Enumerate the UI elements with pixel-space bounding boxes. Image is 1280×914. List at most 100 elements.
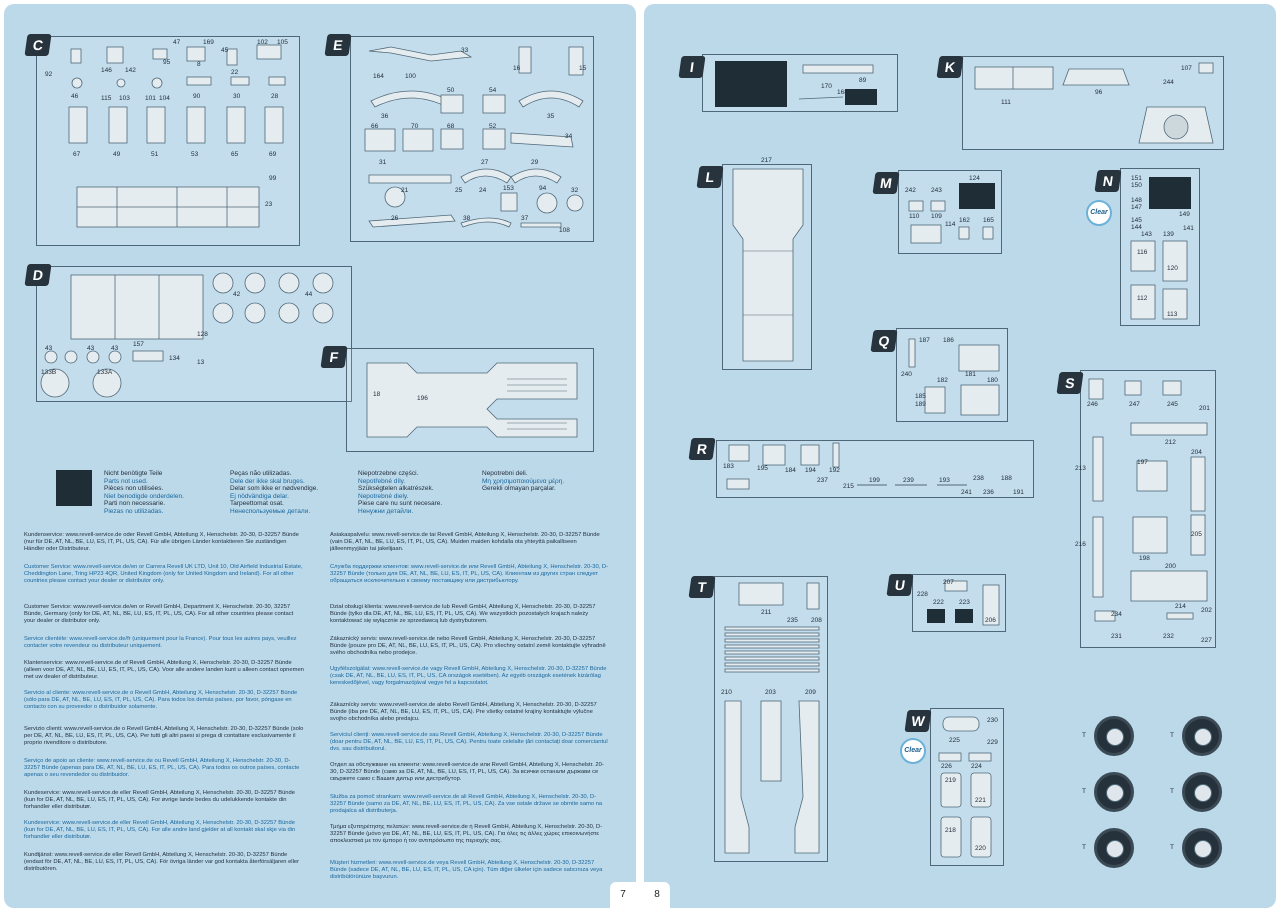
legend-line: Ненеспользуемые детали. <box>230 507 311 515</box>
part-label: 186 <box>943 337 954 344</box>
legend-line: Nicht benötigte Teile <box>104 470 163 477</box>
part-label: 35 <box>547 113 555 120</box>
part-label: 15 <box>579 65 587 72</box>
part-label: 46 <box>71 93 79 100</box>
part-label: 169 <box>203 39 214 46</box>
part-label: 139 <box>1163 231 1174 238</box>
sprue-k-drawing <box>974 62 1214 144</box>
legend-line: Delar som ikke er nødvendige. <box>230 485 319 492</box>
service-text: Dział obsługi klienta: www.revell-servic… <box>330 604 596 624</box>
service-text: Servicio al cliente: www.revell-service.… <box>24 690 298 710</box>
part-label: 95 <box>163 59 171 66</box>
service-text: Kundeservice: www.revell-service.de elle… <box>24 790 295 810</box>
sprue-n-tag: N <box>1094 170 1122 192</box>
part-label: 215 <box>843 483 854 490</box>
service-text: Zákaznícky servis: www.revell-service.de… <box>330 702 597 722</box>
sprue-w-frame: 225 230 229 226 224 219 221 218 220 <box>930 708 1004 866</box>
part-label: 18 <box>373 391 381 398</box>
part-label: 247 <box>1129 401 1140 408</box>
part-label: 112 <box>1137 295 1148 302</box>
service-text: Служба поддержки клиентов: www.revell-se… <box>330 564 609 584</box>
tire <box>1182 828 1222 868</box>
part-label: 206 <box>985 617 996 624</box>
legend-column-3: Niepotrzebne części. Nepotřebné díly. Sz… <box>358 470 442 515</box>
part-label: 114 <box>945 221 956 228</box>
legend-line: Piezas no utilizadas. <box>104 507 164 515</box>
part-label: 236 <box>983 489 994 496</box>
service-text: Τμήμα εξυπηρέτησης πελατών: www.revell-s… <box>330 824 603 844</box>
part-label: 231 <box>1111 633 1122 640</box>
part-label: 153 <box>503 185 514 192</box>
part-label: 8 <box>197 61 201 68</box>
part-label: 25 <box>455 187 463 194</box>
legend-column-4: Nepotrebni deli. Μη χρησιμοποιούμενα μέρ… <box>482 470 564 493</box>
part-label: 228 <box>917 591 928 598</box>
sprue-f-drawing <box>366 362 578 438</box>
sprue-l-tag: L <box>696 166 724 188</box>
part-label: 68 <box>447 123 455 130</box>
part-label: 149 <box>1179 211 1190 218</box>
part-label: 180 <box>987 377 998 384</box>
part-label: 224 <box>971 763 982 770</box>
sprue-u-tag: U <box>886 574 914 596</box>
sprue-q-drawing <box>908 338 1000 416</box>
part-label: 218 <box>945 827 956 834</box>
part-label: 170 <box>821 83 832 90</box>
part-label: 13 <box>197 359 205 366</box>
part-label: 199 <box>869 477 880 484</box>
service-text: Klantenservice: www.revell-service.de of… <box>24 660 304 680</box>
part-label: 16 <box>513 65 521 72</box>
legend-line: Μη χρησιμοποιούμενα μέρη. <box>482 477 565 485</box>
sprue-e-drawing <box>364 46 584 228</box>
service-text: Customer Service: www.revell-service.de/… <box>24 564 303 584</box>
legend-column-1: Nicht benötigte Teile Parts not used. Pi… <box>104 470 184 515</box>
service-text: Služba za pomoč strankam: www.revell-ser… <box>330 794 603 814</box>
part-label: 110 <box>909 213 920 220</box>
part-label: 214 <box>1175 603 1186 610</box>
part-label: 120 <box>1167 265 1178 272</box>
part-label: 24 <box>479 187 487 194</box>
part-label: 133B <box>41 369 57 376</box>
service-text: Ügyfélszolgálat: www.revell-service.de v… <box>330 666 607 686</box>
part-label: 210 <box>721 689 732 696</box>
part-label: 52 <box>489 123 497 130</box>
part-label: 43 <box>45 345 53 352</box>
tire <box>1094 828 1134 868</box>
part-label: 240 <box>901 371 912 378</box>
sprue-k-frame: 107 111 96 244 <box>962 56 1224 150</box>
part-label: 213 <box>1075 465 1086 472</box>
part-label: 99 <box>269 175 277 182</box>
part-label: 219 <box>945 777 956 784</box>
sprue-c-tag: C <box>24 34 52 56</box>
legend-line: Ненужни детайли. <box>358 507 414 515</box>
sprue-q-frame: 187 186 240 182 181 185 189 180 <box>896 328 1008 422</box>
part-label: T <box>1170 732 1174 739</box>
sprue-l-drawing <box>732 168 804 362</box>
sprue-s-drawing <box>1088 378 1208 622</box>
legend-line: Parti non necessarie. <box>104 500 166 507</box>
part-label: 115 <box>101 95 112 102</box>
sprue-r-frame: 183 195 184 194 192 237 215 199 239 193 … <box>716 440 1034 498</box>
part-label: 65 <box>231 151 239 158</box>
part-label: 189 <box>915 401 926 408</box>
part-label: 238 <box>973 475 984 482</box>
service-text: Serviciul clienți: www.revell-service.de… <box>330 732 608 752</box>
part-label: 225 <box>949 737 960 744</box>
sprue-u-drawing <box>927 580 1000 626</box>
part-label: 183 <box>723 463 734 470</box>
part-label: 204 <box>1191 449 1202 456</box>
service-text: Asiakaspalvelu: www.revell-service.de ta… <box>330 532 600 552</box>
sprue-d-tag: D <box>24 264 52 286</box>
sprue-i-frame: 170 89 168 <box>702 54 898 112</box>
part-label: 185 <box>915 393 926 400</box>
sprue-e-tag: E <box>324 34 352 56</box>
sprue-m-drawing <box>908 183 995 244</box>
part-label: 94 <box>539 185 547 192</box>
part-label: 42 <box>233 291 241 298</box>
part-label: 237 <box>817 477 828 484</box>
legend-line: Szükségtelen alkatrészek. <box>358 485 434 492</box>
part-label: 181 <box>965 371 976 378</box>
part-label: 239 <box>903 477 914 484</box>
part-label: 151 <box>1131 175 1142 182</box>
part-label: T <box>1170 844 1174 851</box>
